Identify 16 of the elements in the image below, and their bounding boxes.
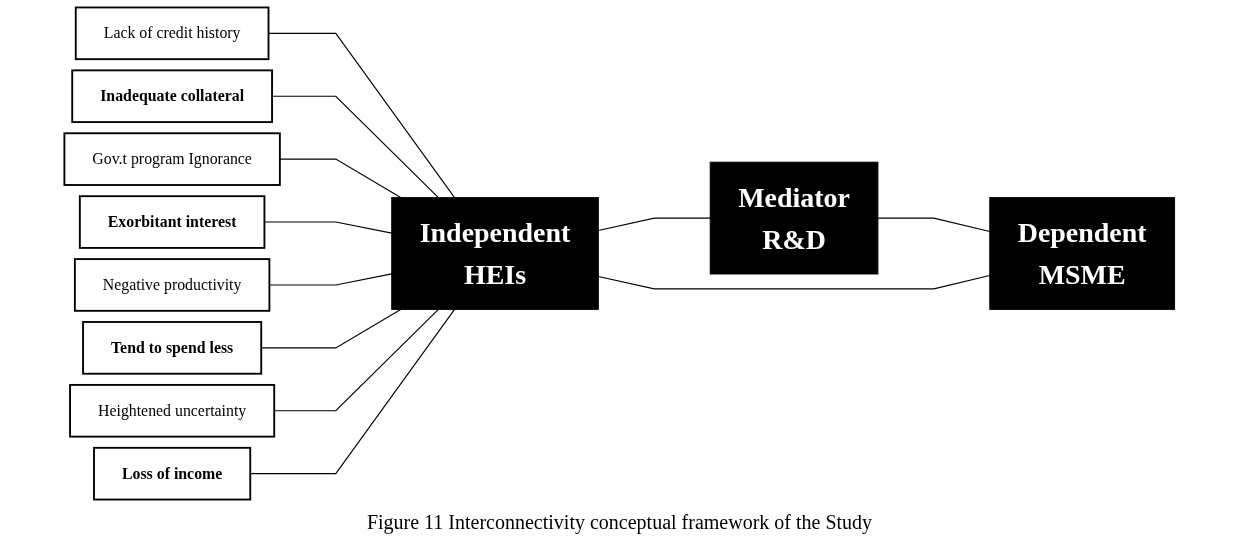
node-box: Heightened uncertainty (69, 384, 276, 438)
node-box: Lack of credit history (74, 6, 270, 61)
connector (597, 275, 991, 290)
node-box: Exorbitant interest (78, 195, 266, 249)
connector (597, 217, 711, 232)
node-box: Tend to spend less (82, 321, 263, 375)
node-box: Dependent MSME (989, 197, 1176, 310)
node-box: Loss of income (93, 446, 252, 501)
node-box: Inadequate collateral (71, 69, 273, 124)
connector (279, 158, 402, 199)
connector (877, 217, 991, 232)
figure-caption: Figure 11 Interconnectivity conceptual framework of the Study (366, 510, 873, 536)
node-box: Negative productivity (73, 258, 271, 312)
node-box: Independent HEIs (391, 197, 599, 310)
node-box: Mediator R&D (709, 161, 879, 275)
node-box: Gov.t program Ignorance (63, 132, 281, 186)
